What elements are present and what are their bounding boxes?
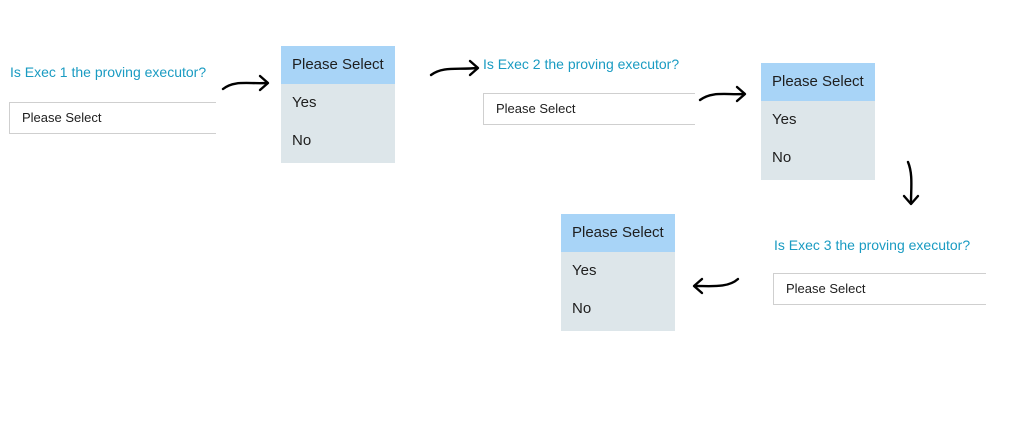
exec2-question-label: Is Exec 2 the proving executor?	[483, 56, 680, 72]
exec3-option-please-select[interactable]: Please Select	[561, 214, 675, 252]
arrow-down-icon	[902, 160, 920, 206]
exec3-option-yes[interactable]: Yes	[572, 262, 597, 279]
arrow-right-icon	[429, 59, 480, 77]
arrow-left-icon	[692, 277, 740, 295]
exec2-option-yes[interactable]: Yes	[772, 111, 797, 128]
exec3-question-label: Is Exec 3 the proving executor?	[774, 237, 971, 253]
exec2-select[interactable]: Please Select	[483, 93, 695, 125]
exec2-option-no[interactable]: No	[772, 149, 792, 166]
exec1-question-label: Is Exec 1 the proving executor?	[10, 64, 207, 80]
arrow-right-icon	[221, 74, 270, 92]
exec2-option-please-select[interactable]: Please Select	[761, 63, 875, 101]
exec3-option-no[interactable]: No	[572, 300, 592, 317]
exec1-option-no[interactable]: No	[292, 132, 312, 149]
exec1-dropdown-list: Please Select Yes No	[281, 46, 395, 163]
exec1-option-yes[interactable]: Yes	[292, 94, 317, 111]
arrow-right-icon	[698, 85, 747, 103]
exec3-dropdown-list: Please Select Yes No	[561, 214, 675, 331]
exec3-select[interactable]: Please Select	[773, 273, 986, 305]
exec1-select[interactable]: Please Select	[9, 102, 216, 134]
exec1-option-please-select[interactable]: Please Select	[281, 46, 395, 84]
exec2-dropdown-list: Please Select Yes No	[761, 63, 875, 180]
